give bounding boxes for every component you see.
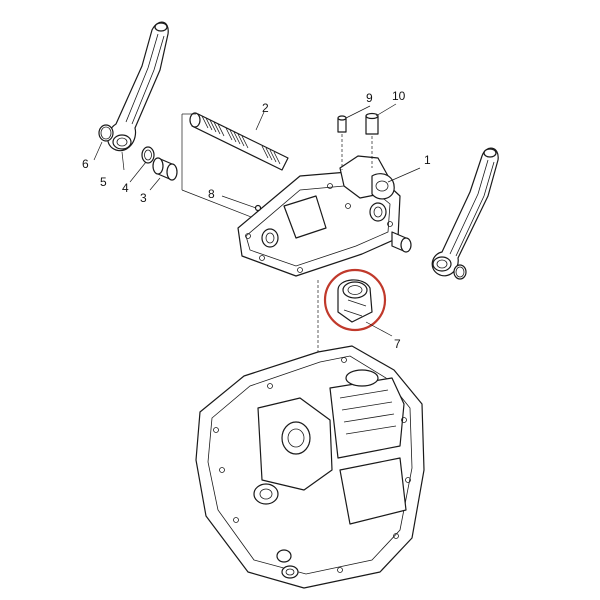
transmission-case[interactable]: [195, 345, 425, 589]
left-snap-ring[interactable]: [98, 124, 114, 142]
left-bushing[interactable]: [152, 157, 178, 181]
lift-cover-housing[interactable]: [237, 155, 401, 277]
callout-10: 10: [392, 89, 406, 103]
fitting-10[interactable]: [365, 112, 379, 135]
right-bushing[interactable]: [391, 231, 412, 253]
callout-7: 7: [394, 337, 401, 351]
callout-9: 9: [366, 91, 373, 105]
highlighted-part-7[interactable]: [323, 268, 387, 332]
left-washer[interactable]: [141, 146, 155, 164]
right-snap-ring[interactable]: [453, 264, 467, 280]
left-lift-arm[interactable]: [107, 21, 169, 152]
callout-5: 5: [100, 175, 107, 189]
fitting-9[interactable]: [337, 115, 347, 133]
callout-2: 2: [262, 101, 269, 115]
callout-3: 3: [140, 191, 147, 205]
callout-6: 6: [82, 157, 89, 171]
callout-1: 1: [424, 153, 431, 167]
right-lift-arm[interactable]: [431, 147, 499, 277]
callout-4: 4: [122, 181, 129, 195]
bolt-8[interactable]: [254, 204, 262, 212]
callout-8: 8: [208, 187, 215, 201]
cross-shaft[interactable]: [189, 112, 289, 171]
